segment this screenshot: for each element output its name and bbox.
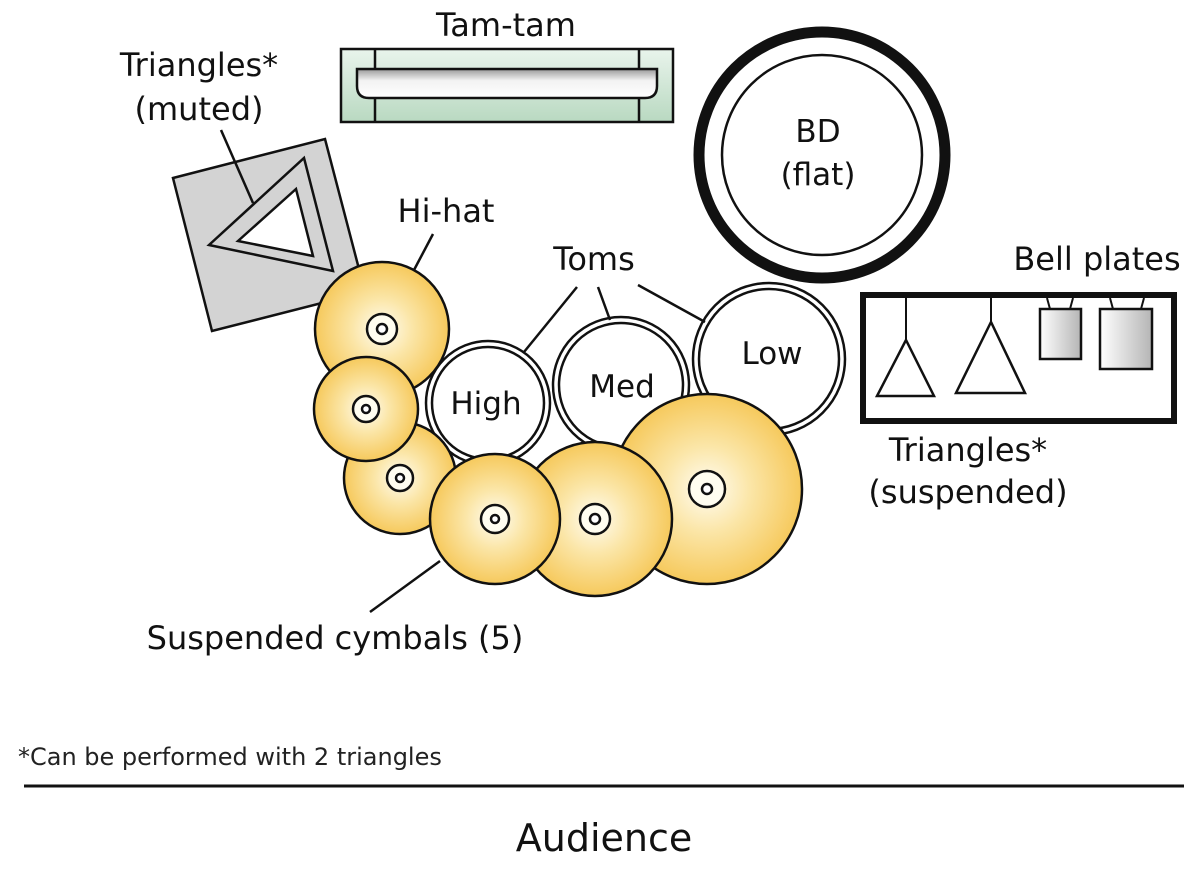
hi-hat-leader: [412, 233, 435, 271]
triangles-suspended-sub-label: (suspended): [868, 473, 1067, 511]
toms-leader-med: [596, 286, 612, 321]
tom-high: [424, 339, 552, 467]
tam-tam-label: Tam-tam: [435, 6, 576, 44]
suspended-cymbals-label: Suspended cymbals (5): [147, 619, 524, 657]
footnote: *Can be performed with 2 triangles: [18, 743, 442, 771]
triangles-muted: [171, 129, 367, 333]
triangles-muted-sub-label: (muted): [135, 90, 264, 128]
bell-plates-rack: [860, 292, 1177, 424]
audience-label: Audience: [516, 816, 693, 860]
bd-label: BD: [795, 114, 840, 150]
toms-leader-high: [523, 286, 578, 353]
toms-leader-low: [637, 283, 706, 324]
triangles-suspended-label: Triangles*: [888, 431, 1047, 469]
tom-med-label: Med: [589, 369, 655, 405]
bass-drum: [693, 26, 951, 284]
bell-plates-label: Bell plates: [1013, 240, 1180, 278]
tam-tam: [339, 47, 675, 124]
tom-high-label: High: [450, 386, 521, 422]
cymbal-5: [428, 452, 562, 586]
tom-low-label: Low: [741, 336, 802, 372]
triangles-muted-label: Triangles*: [119, 46, 278, 84]
hi-hat-label: Hi-hat: [398, 192, 495, 230]
cymbals-leader: [369, 559, 441, 614]
cymbal-2: [312, 355, 420, 463]
bd-sub-label: (flat): [781, 157, 856, 193]
toms-label: Toms: [552, 240, 635, 278]
